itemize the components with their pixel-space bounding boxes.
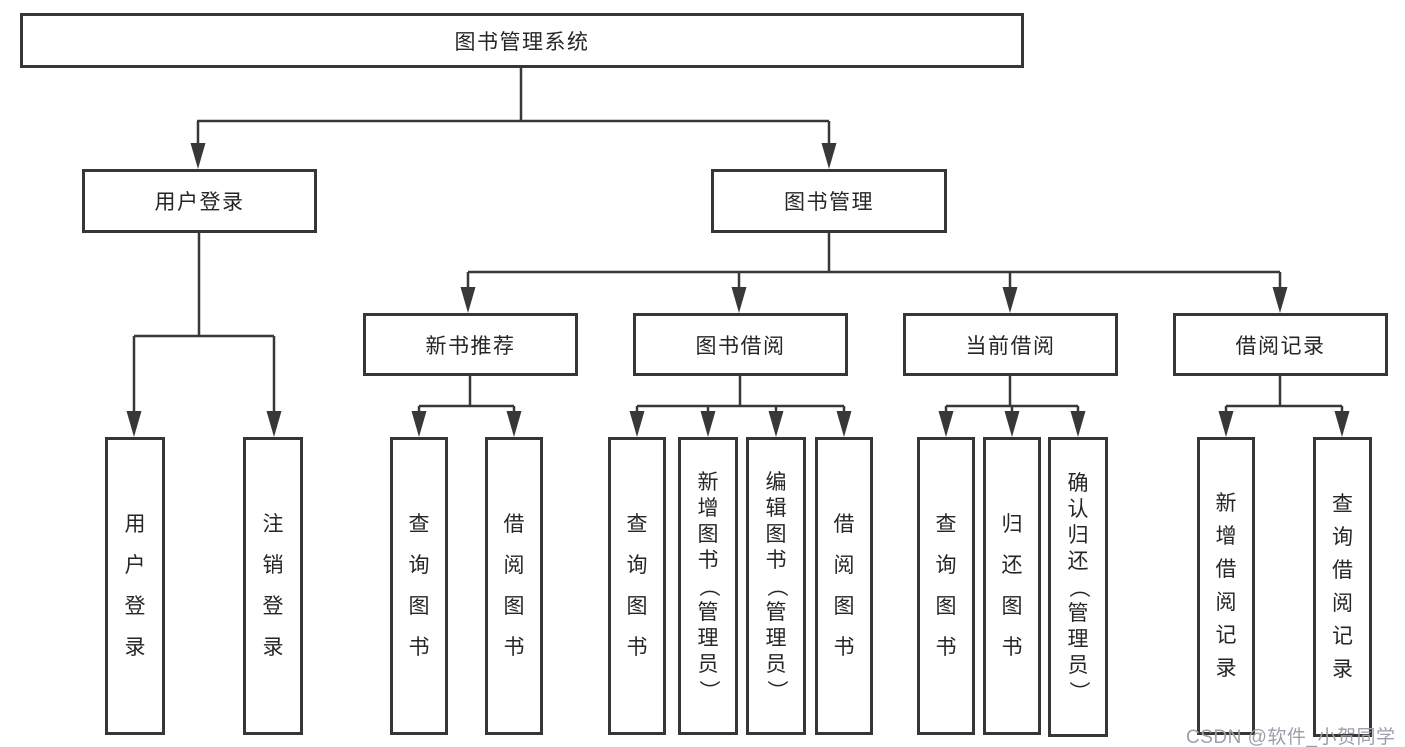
node-user-login-label: 用户登录 — [154, 191, 245, 214]
leaf-query-borrow-record: 查询借阅记录 — [1313, 437, 1372, 737]
node-new-book-recommend: 新书推荐 — [363, 313, 578, 376]
leaf-recommend-query-books-label: 查询图书 — [408, 513, 430, 659]
leaf-borrow-query-books: 查询图书 — [608, 437, 666, 735]
leaf-return-books: 归还图书 — [983, 437, 1041, 735]
node-book-management: 图书管理 — [711, 169, 947, 233]
leaf-user-login-label: 用户登录 — [124, 513, 146, 659]
leaf-add-books-admin: 新增图书（管理员） — [678, 437, 738, 735]
leaf-current-query-books: 查询图书 — [917, 437, 975, 735]
node-book-borrow-label: 图书借阅 — [695, 334, 786, 358]
node-root-label: 图书管理系统 — [454, 30, 590, 54]
leaf-borrow-query-books-label: 查询图书 — [626, 513, 648, 659]
leaf-add-borrow-record: 新增借阅记录 — [1197, 437, 1255, 735]
node-book-management-label: 图书管理 — [784, 191, 874, 214]
leaf-edit-books-admin-label: 编辑图书（管理员） — [764, 470, 788, 701]
leaf-confirm-return-admin: 确认归还（管理员） — [1048, 437, 1108, 737]
leaf-recommend-borrow-books: 借阅图书 — [485, 437, 543, 735]
leaf-logout-label: 注销登录 — [262, 513, 284, 659]
leaf-current-query-books-label: 查询图书 — [935, 513, 957, 659]
node-user-login: 用户登录 — [82, 169, 317, 233]
csdn-watermark: CSDN @软件_小贺同学 — [1186, 727, 1396, 747]
leaf-edit-books-admin: 编辑图书（管理员） — [746, 437, 806, 735]
leaf-borrow-books: 借阅图书 — [815, 437, 873, 735]
leaf-logout: 注销登录 — [243, 437, 303, 735]
leaf-user-login: 用户登录 — [105, 437, 165, 735]
node-current-borrow: 当前借阅 — [903, 313, 1118, 376]
leaf-return-books-label: 归还图书 — [1001, 513, 1023, 659]
node-new-book-recommend-label: 新书推荐 — [425, 334, 516, 358]
leaf-query-borrow-record-label: 查询借阅记录 — [1332, 493, 1353, 681]
leaf-borrow-books-label: 借阅图书 — [833, 513, 855, 659]
node-borrow-records-label: 借阅记录 — [1235, 334, 1326, 358]
node-book-borrow: 图书借阅 — [633, 313, 848, 376]
node-borrow-records: 借阅记录 — [1173, 313, 1388, 376]
node-current-borrow-label: 当前借阅 — [965, 334, 1056, 358]
node-root: 图书管理系统 — [20, 13, 1024, 68]
arrowheads — [126, 143, 1350, 437]
leaf-recommend-borrow-books-label: 借阅图书 — [503, 513, 525, 659]
leaf-confirm-return-admin-label: 确认归还（管理员） — [1066, 471, 1090, 702]
leaf-add-borrow-record-label: 新增借阅记录 — [1215, 492, 1237, 680]
leaf-recommend-query-books: 查询图书 — [390, 437, 448, 735]
leaf-add-books-admin-label: 新增图书（管理员） — [696, 470, 720, 701]
